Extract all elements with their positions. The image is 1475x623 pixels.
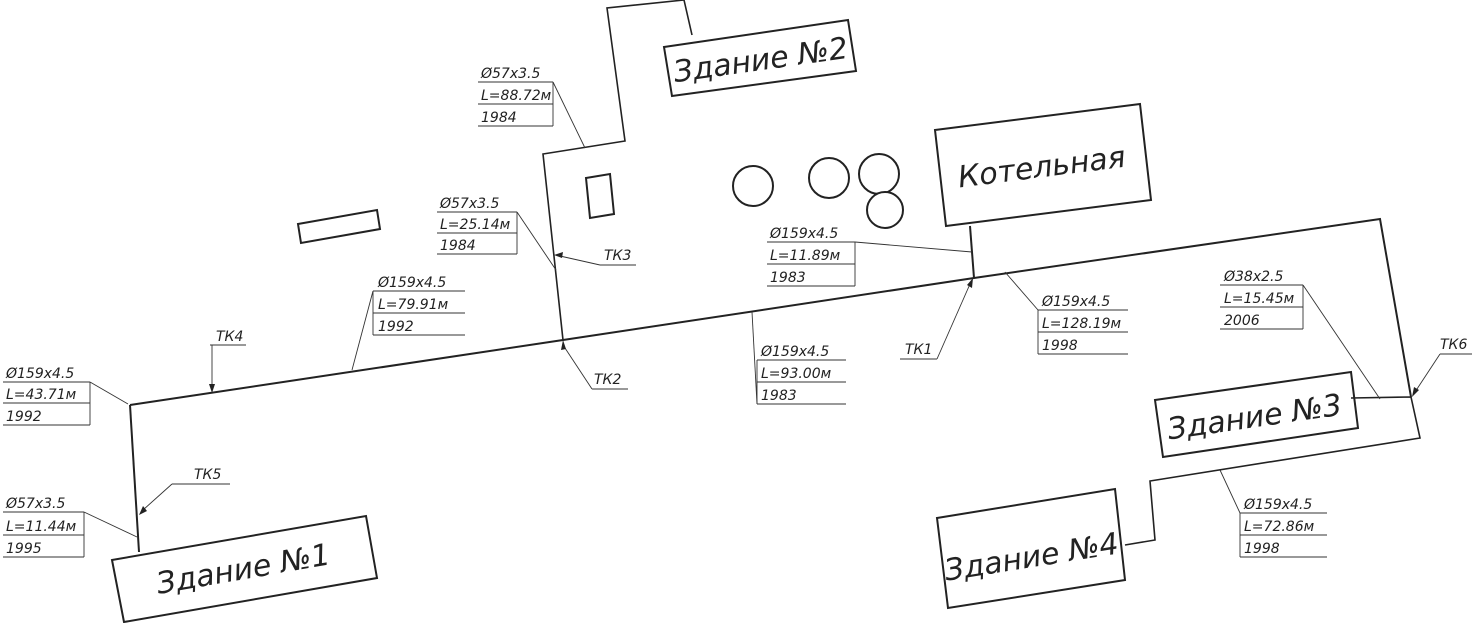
segment-year: 1984 [440,238,476,254]
segment-diameter: Ø57х3.5 [5,496,65,512]
chamber-label-tk5: ТК5 [194,467,221,483]
segment-length: L=11.89м [770,248,841,264]
segment-diameter: Ø159х4.5 [769,226,838,242]
segment-diameter: Ø159х4.5 [1243,497,1312,513]
segment-length: L=93.00м [761,366,832,382]
pipe-to-building-1 [129,404,140,553]
segment-diameter: Ø57х3.5 [480,66,540,82]
segment-callout: Ø57х3.5 L=88.72м 1984 [478,66,586,149]
segment-length: L=79.91м [378,297,449,313]
segment-callout: Ø159х4.5 L=11.89м 1983 [767,226,973,287]
boiler-house[interactable]: Котельная [933,102,1153,228]
segment-callout: Ø159х4.5 L=79.91м 1992 [351,275,465,371]
chamber-label-tk3: ТК3 [604,248,631,264]
segment-year: 1998 [1042,338,1078,354]
segment-year: 1998 [1244,541,1280,557]
tank [858,153,900,195]
segment-year: 1992 [6,409,42,425]
segment-year: 1995 [6,541,42,557]
chamber-label-tk2: ТК2 [594,372,621,388]
chamber-label-tk4: ТК4 [216,329,243,345]
building-2-outline [542,0,693,341]
chamber-label-tk6: ТК6 [1440,337,1467,353]
small-structure [584,172,616,220]
segment-diameter: Ø159х4.5 [760,344,829,360]
segment-callout: Ø159х4.5 L=93.00м 1983 [751,311,846,405]
segment-length: L=88.72м [481,88,552,104]
segment-length: L=128.19м [1042,316,1122,332]
segment-callout: Ø57х3.5 L=25.14м 1984 [437,196,557,271]
segment-diameter: Ø38х2.5 [1223,269,1283,285]
segment-year: 1983 [770,270,806,286]
tank [866,191,904,229]
tank [808,157,850,199]
segment-year: 2006 [1224,313,1260,329]
segment-diameter: Ø159х4.5 [1041,294,1110,310]
segment-callout: Ø159х4.5 L=72.86м 1998 [1219,469,1327,558]
segment-length: L=43.71м [6,387,77,403]
small-structure [296,208,382,245]
building-3[interactable]: Здание №3 [1153,370,1360,459]
segment-length: L=72.86м [1244,519,1315,535]
segment-callout: Ø159х4.5 L=43.71м 1992 [3,366,129,426]
segment-callout: Ø159х4.5 L=128.19м 1998 [1004,271,1128,355]
building-4[interactable]: Здание №4 [935,487,1127,610]
segment-diameter: Ø57х3.5 [439,196,499,212]
segment-length: L=25.14м [440,217,511,233]
segment-callout: Ø38х2.5 L=15.45м 2006 [1220,269,1381,400]
segment-length: L=11.44м [6,519,77,535]
segment-year: 1984 [481,110,517,126]
segment-length: L=15.45м [1224,291,1295,307]
tank [732,165,774,207]
building-2[interactable]: Здание №2 [662,18,858,98]
chamber-label-tk1: ТК1 [905,342,932,358]
segment-year: 1992 [378,319,414,335]
building-3-outline [1124,396,1421,546]
segment-diameter: Ø159х4.5 [377,275,446,291]
segment-diameter: Ø159х4.5 [5,366,74,382]
segment-callout: Ø57х3.5 L=11.44м 1995 [3,496,138,558]
segment-year: 1983 [761,388,797,404]
building-1[interactable]: Здание №1 [110,514,379,623]
